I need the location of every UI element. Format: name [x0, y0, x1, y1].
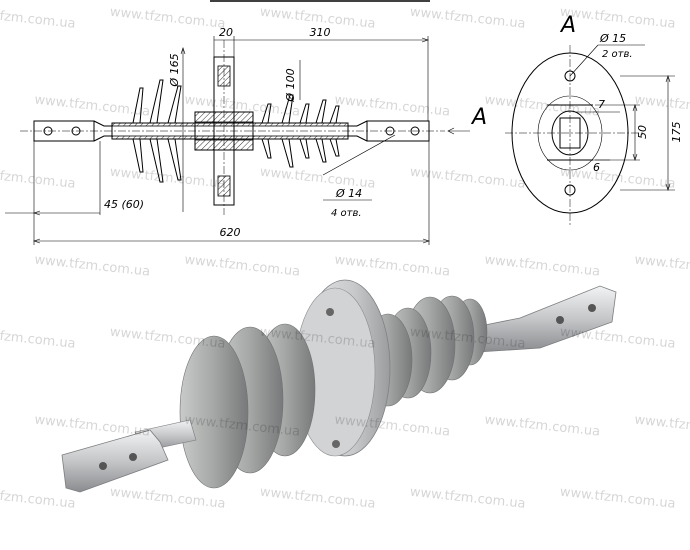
- left-sheds: [132, 79, 182, 183]
- watermark-text: www.tfzm.com.ua: [109, 165, 226, 192]
- view-a-label: A: [559, 13, 576, 38]
- watermark-text: www.tfzm.com.ua: [634, 253, 690, 280]
- dim-d100: Ø 100: [284, 68, 297, 102]
- view-dim-7: 7: [598, 98, 605, 111]
- dim-620: 620: [220, 226, 241, 239]
- right-sheds: [261, 94, 340, 168]
- view-a: A Ø 15 2 отв. 7 6 50 17: [505, 13, 683, 225]
- dim-20: 20: [219, 26, 233, 39]
- left-lug: [33, 120, 112, 142]
- dim-d165: Ø 165: [168, 53, 181, 87]
- view-dim-175: 175: [670, 122, 683, 143]
- watermark-text: www.tfzm.com.ua: [559, 5, 676, 32]
- flange: [194, 40, 254, 215]
- watermark-text: www.tfzm.com.ua: [109, 5, 226, 32]
- right-lug: [348, 120, 430, 142]
- watermark-text: www.tfzm.com.ua: [0, 165, 76, 192]
- side-view: Ø 165 20 310 Ø 100 Ø 14 4 отв. 45 (60) 6…: [5, 0, 487, 245]
- dim-310: 310: [310, 26, 331, 39]
- watermark-text: www.tfzm.com.ua: [0, 5, 76, 32]
- watermark-text: www.tfzm.com.ua: [334, 93, 451, 120]
- view-dim-50: 50: [636, 125, 649, 139]
- watermark-text: www.tfzm.com.ua: [634, 93, 690, 120]
- watermark-text: www.tfzm.com.ua: [484, 93, 601, 120]
- watermark-text: www.tfzm.com.ua: [409, 165, 526, 192]
- watermark-text: www.tfzm.com.ua: [34, 93, 151, 120]
- dim-d14: Ø 14: [335, 187, 362, 200]
- watermark-text: www.tfzm.com.ua: [559, 165, 676, 192]
- view-dim-d15: Ø 15: [599, 32, 626, 45]
- watermark-text: www.tfzm.com.ua: [634, 413, 690, 440]
- watermark-text: www.tfzm.com.ua: [409, 5, 526, 32]
- section-a-label: A: [470, 105, 487, 130]
- view-dim-6: 6: [593, 161, 600, 174]
- dim-45-60: 45 (60): [104, 198, 144, 211]
- watermark-text: www.tfzm.com.ua: [259, 165, 376, 192]
- view-dim-d15-note: 2 отв.: [602, 49, 633, 60]
- insulator-render: [55, 265, 635, 545]
- dim-d14-note: 4 отв.: [331, 208, 362, 219]
